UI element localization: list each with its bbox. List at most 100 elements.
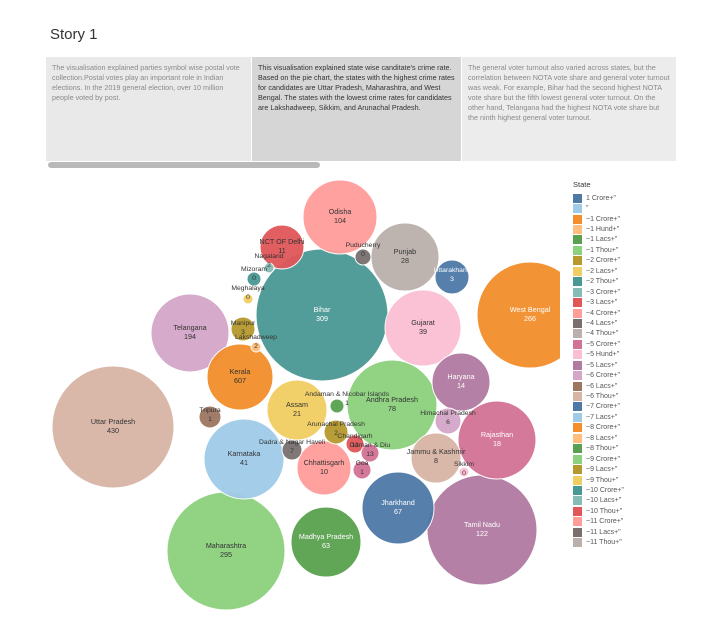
- legend-item[interactable]: ~11 Crore+": [573, 517, 663, 527]
- legend-swatch: [573, 475, 582, 485]
- bubble-value: 295: [220, 550, 232, 559]
- legend-label: ~10 Thou+": [586, 507, 623, 515]
- legend-swatch: [573, 392, 582, 402]
- story-point-2-selected[interactable]: This visualisation explained state wise …: [252, 57, 461, 161]
- legend-item[interactable]: ~4 Crore+": [573, 308, 663, 318]
- legend-swatch: [573, 298, 582, 308]
- legend-swatch: [573, 506, 582, 516]
- bubble-madhya-pradesh[interactable]: [290, 506, 362, 578]
- story-point-3[interactable]: The general voter turnout also varied ac…: [462, 57, 676, 161]
- legend-item[interactable]: ~4 Thou+": [573, 329, 663, 339]
- bubble-assam[interactable]: [266, 379, 328, 441]
- bubble-karnataka[interactable]: [203, 418, 285, 500]
- bubble-odisha[interactable]: [302, 179, 378, 255]
- legend-swatch: [573, 339, 582, 349]
- legend-swatch: [573, 204, 582, 214]
- bubble-value: 18: [493, 439, 501, 448]
- legend-item[interactable]: ~9 Crore+": [573, 454, 663, 464]
- legend-item[interactable]: ~6 Thou+": [573, 391, 663, 402]
- legend-item[interactable]: ~2 Thou+": [573, 277, 663, 287]
- legend-item[interactable]: ~9 Lacs+": [573, 464, 663, 475]
- bubble-goa[interactable]: [352, 460, 372, 480]
- legend-item[interactable]: ~1 Lacs+": [573, 235, 663, 245]
- bubble-nct-of-delhi[interactable]: [259, 224, 305, 270]
- bubble-rajasthan[interactable]: [457, 400, 537, 480]
- legend-item[interactable]: ~7 Crore+": [573, 402, 663, 412]
- legend-item[interactable]: ~11 Thou+": [573, 537, 663, 548]
- bubble-value: 7: [290, 448, 294, 455]
- legend-label: ~9 Crore+": [586, 455, 621, 463]
- legend-item[interactable]: ~3 Lacs+": [573, 297, 663, 308]
- bubble-daman-diu[interactable]: [360, 443, 380, 463]
- bubble-puducherry[interactable]: [354, 248, 372, 266]
- bubble-haryana[interactable]: [431, 352, 491, 412]
- bubble-value: 309: [316, 314, 328, 323]
- bubble-value: 266: [524, 314, 536, 323]
- bubble-tripura[interactable]: [198, 405, 222, 429]
- bubble-sikkim[interactable]: [458, 466, 470, 478]
- bubble-meghalaya[interactable]: [242, 293, 254, 305]
- bubble-value: 194: [184, 332, 196, 341]
- legend-item[interactable]: ~9 Thou+": [573, 475, 663, 485]
- bubble-uttar-pradesh[interactable]: [51, 365, 175, 489]
- legend-item[interactable]: ~11 Lacs+": [573, 527, 663, 537]
- bubble-andhra-pradesh[interactable]: [346, 359, 438, 451]
- bubble-mizoram[interactable]: [246, 271, 262, 287]
- bubble-jammu-kashmir[interactable]: [410, 432, 462, 484]
- legend-item[interactable]: ~6 Crore+": [573, 370, 663, 381]
- legend-item[interactable]: ~5 Hund+": [573, 350, 663, 360]
- legend-item[interactable]: ~2 Lacs+": [573, 266, 663, 276]
- legend-item[interactable]: ~10 Lacs+": [573, 496, 663, 506]
- bubble-value: 67: [394, 507, 402, 516]
- legend-item[interactable]: ~7 Lacs+": [573, 412, 663, 422]
- legend-item[interactable]: ~8 Lacs+": [573, 433, 663, 443]
- bubble-himachal-pradesh[interactable]: [434, 407, 462, 435]
- legend-item[interactable]: 1 Crore+": [573, 193, 663, 203]
- legend-item[interactable]: ~10 Thou+": [573, 506, 663, 516]
- bubble-value: 3: [241, 329, 245, 336]
- bubble-chhattisgarh[interactable]: [296, 440, 352, 496]
- bubble-telangana[interactable]: [150, 293, 230, 373]
- bubble-uttarakhand[interactable]: [434, 259, 470, 295]
- bubble-gujarat[interactable]: [384, 289, 462, 367]
- legend-item[interactable]: ~8 Thou+": [573, 444, 663, 454]
- bubble-label: Telangana: [173, 323, 206, 332]
- bubble-dadra-nagar-haveli[interactable]: [281, 439, 303, 461]
- bubble-label: Karnataka: [228, 449, 261, 458]
- bubble-andaman-nicobar-islands[interactable]: [329, 398, 345, 414]
- legend-label: ~1 Crore+": [586, 215, 621, 223]
- legend-item[interactable]: ~5 Lacs+": [573, 360, 663, 370]
- bubble-nagaland[interactable]: [263, 262, 275, 274]
- legend-item[interactable]: ~2 Crore+": [573, 256, 663, 266]
- bubble-value: 8: [434, 456, 438, 465]
- bubble-chandigarh[interactable]: [345, 434, 365, 454]
- legend-item[interactable]: ~8 Crore+": [573, 423, 663, 433]
- bubble-west-bengal[interactable]: [476, 261, 560, 369]
- bubble-kerala[interactable]: [206, 343, 274, 411]
- legend-swatch: [573, 402, 582, 412]
- bubble-value: 13: [366, 451, 374, 458]
- legend-item[interactable]: ~5 Crore+": [573, 339, 663, 349]
- legend-item[interactable]: ~1 Hund+": [573, 224, 663, 235]
- bubble-lakshadweep[interactable]: [250, 341, 262, 353]
- legend-item[interactable]: ~6 Lacs+": [573, 381, 663, 391]
- bubble-label: Haryana: [447, 372, 474, 381]
- bubble-value: 21: [293, 409, 301, 418]
- legend-item[interactable]: ~3 Crore+": [573, 287, 663, 297]
- legend-item[interactable]: ~10 Crore+": [573, 485, 663, 495]
- legend-item[interactable]: ": [573, 203, 663, 214]
- legend-item[interactable]: ~1 Crore+": [573, 214, 663, 224]
- bubble-arunachal-pradesh[interactable]: [323, 419, 349, 445]
- bubble-manipur[interactable]: [230, 316, 256, 342]
- bubble-jharkhand[interactable]: [361, 471, 435, 545]
- legend-label: ~3 Lacs+": [586, 299, 618, 307]
- legend-label: ~10 Lacs+": [586, 497, 622, 505]
- legend-label: ~4 Lacs+": [586, 319, 618, 327]
- navigator-scrollbar[interactable]: [48, 162, 320, 168]
- bubble-label: NCT OF Delhi: [260, 237, 305, 246]
- legend-item[interactable]: ~1 Thou+": [573, 245, 663, 255]
- legend-label: ~2 Thou+": [586, 278, 619, 286]
- legend-item[interactable]: ~4 Lacs+": [573, 318, 663, 328]
- story-point-1[interactable]: The visualisation explained parties symb…: [46, 57, 251, 161]
- legend-swatch: [573, 287, 582, 297]
